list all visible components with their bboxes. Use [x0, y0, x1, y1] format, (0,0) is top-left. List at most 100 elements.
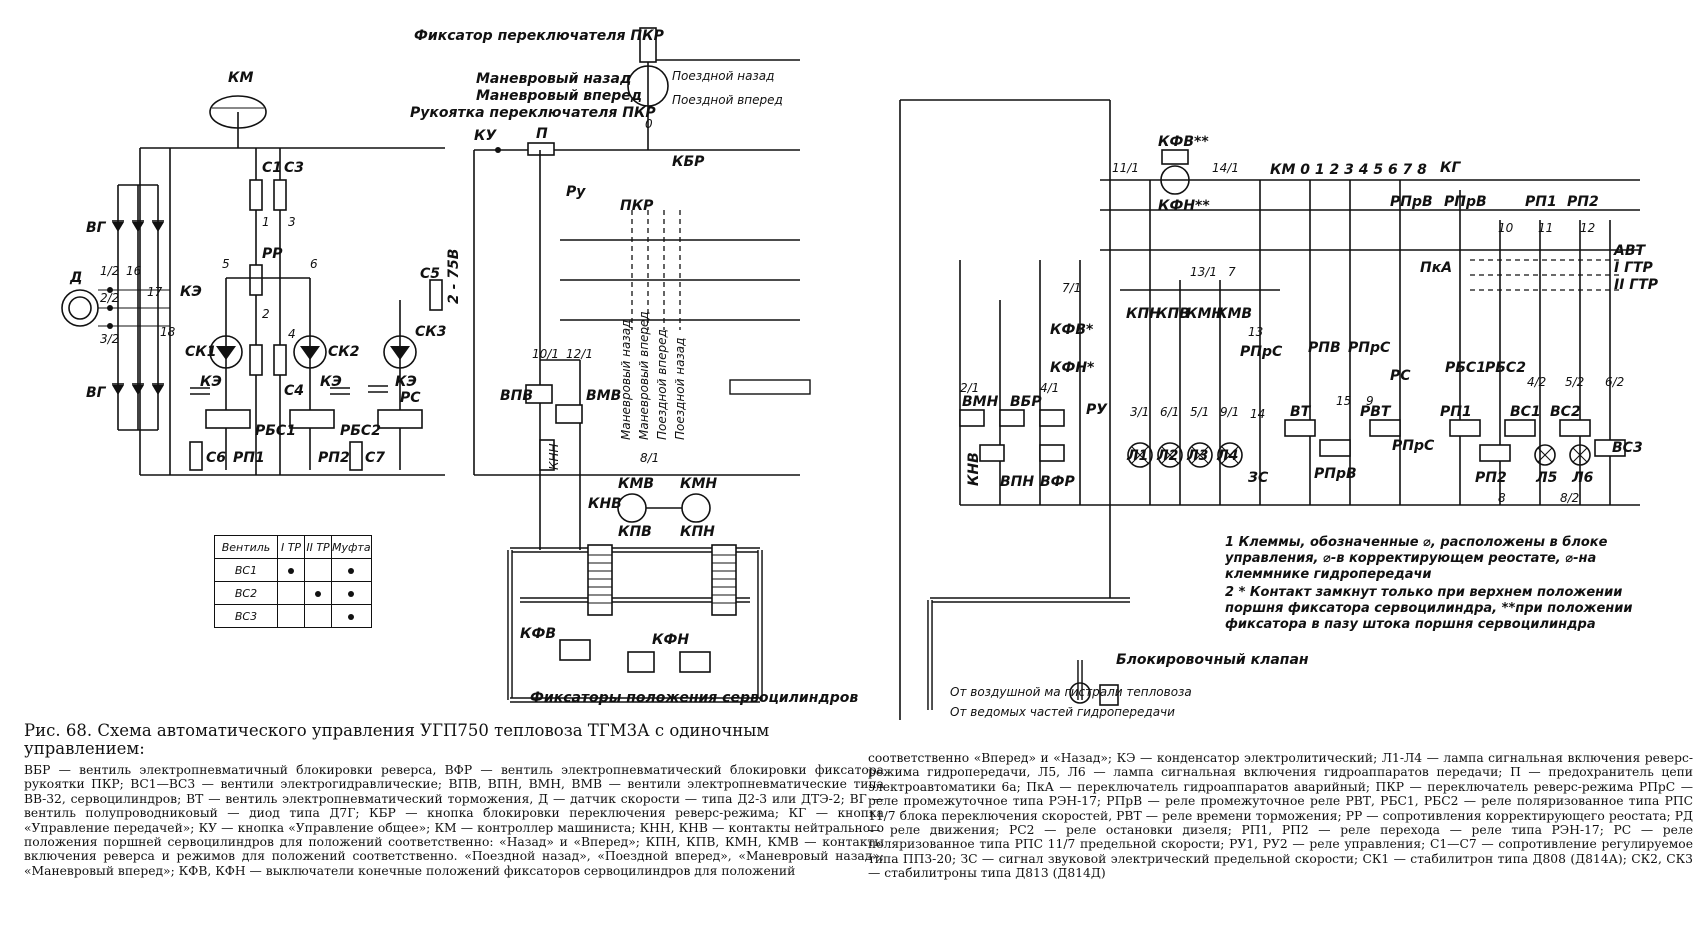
knn-label: КНН	[547, 443, 561, 470]
kfv-label: КФВ	[520, 626, 556, 642]
vt-label: ВТ	[1290, 404, 1312, 420]
right-pneumatics	[927, 597, 1130, 710]
ru2-label: РУ	[1086, 402, 1108, 418]
node-14-1: 14/1	[1212, 161, 1239, 175]
c4-label: С4	[284, 383, 304, 399]
vpv-label: ВПВ	[500, 388, 533, 404]
relay-rbs1-block	[189, 387, 251, 471]
node-12: 12	[1580, 221, 1595, 235]
pkr-contacts	[539, 150, 800, 475]
corrective-rheostat	[226, 148, 310, 475]
kpn-label: КПН	[680, 524, 715, 540]
stabilitron-sk3	[383, 279, 443, 470]
pka-label: ПкА	[1420, 260, 1452, 276]
kfv2-label: КФВ**	[1158, 134, 1209, 150]
node-6-2: 6/2	[1605, 375, 1624, 389]
vpn-label: ВПН	[1000, 474, 1034, 490]
right-control-circuit	[899, 99, 1640, 720]
rvt-label: РВТ	[1360, 404, 1392, 420]
valve-mark	[331, 581, 372, 605]
relay-rs-block	[368, 385, 423, 429]
node-13: 13	[1248, 325, 1263, 339]
kfn-star-label: КФН*	[1050, 360, 1095, 376]
kmn2-label: КМН	[1186, 306, 1223, 322]
kmv2-label: КМВ	[1216, 306, 1252, 322]
rbs1-label: РБС1	[255, 423, 296, 439]
valves-vpv-vmv	[525, 359, 583, 475]
rprs-label: РПрС	[1240, 344, 1283, 360]
v75-label: 2 - 75В	[446, 249, 462, 304]
signal-lamps	[1127, 442, 1591, 468]
node-16: 16	[126, 264, 142, 278]
node-15: 15	[1336, 394, 1351, 408]
valve-mark	[304, 581, 332, 605]
valve-row: ВС2	[214, 581, 372, 605]
node-4: 4	[288, 327, 296, 341]
km-label: КМ	[228, 70, 253, 86]
p-label: П	[536, 126, 548, 142]
rbs2-label: РБС2	[340, 423, 381, 439]
vs1-label: ВС1	[1510, 404, 1541, 420]
valve-name: ВС2	[214, 581, 278, 605]
knv-label: КНВ	[588, 496, 622, 512]
valve-mark	[277, 558, 305, 582]
node-3-1: 3/1	[1130, 405, 1149, 419]
l4-label: Л4	[1216, 448, 1238, 464]
node-5: 5	[222, 257, 230, 271]
valve-mark	[331, 604, 372, 628]
rp2c-label: РП2	[1475, 470, 1507, 486]
vfr-label: ВФР	[1040, 474, 1076, 490]
fix-servo-label: Фиксаторы положения сервоцилиндров	[530, 690, 858, 706]
rbs1b-label: РБС1	[1445, 360, 1486, 376]
node-13-1: 13/1	[1190, 265, 1217, 279]
man-nazad-label: Маневровый назад	[476, 71, 631, 87]
poezd-vpered-label-top: Поездной вперед	[672, 93, 783, 107]
rp2b-label: РП2	[1567, 194, 1599, 210]
kfn2-label: КФН**	[1158, 198, 1210, 214]
c7-label: С7	[365, 450, 385, 466]
kmv-label: КМВ	[618, 476, 654, 492]
note-2: 2 * Контакт замкнут только при верхнем п…	[1225, 585, 1633, 632]
relay-coils-right	[959, 409, 1626, 462]
l3-label: Л3	[1186, 448, 1208, 464]
rs2-label: РС	[1390, 368, 1411, 384]
rbs2b-label: РБС2	[1485, 360, 1526, 376]
pkr-label: ПКР	[620, 198, 654, 214]
rp2-label: РП2	[318, 450, 350, 466]
supply-bus-75v	[473, 142, 800, 476]
man-vpered-label: Маневровый вперед	[476, 88, 642, 104]
rprv-coil-label: РПрВ	[1314, 466, 1357, 482]
rp1b-label: РП1	[1525, 194, 1557, 210]
valve-name: ВС1	[214, 558, 278, 582]
kg-label: КГ	[1440, 160, 1461, 176]
avt-label: АВТ	[1613, 243, 1647, 259]
sk1-label: СК1	[185, 344, 216, 360]
valve-table: Вентиль I ТР II ТР Муфта ВС1 ВС2 ВС3	[214, 535, 372, 628]
poezd-nazad-label-top: Поездной назад	[672, 69, 774, 83]
l5-label: Л5	[1535, 470, 1558, 486]
node-10: 10	[1498, 221, 1514, 235]
l1-label: Л1	[1126, 448, 1148, 464]
legend-left: ВБР — вентиль электропневматичный блокир…	[24, 763, 884, 878]
valve-table-header: II ТР	[304, 535, 332, 559]
node-7: 7	[1228, 265, 1236, 279]
node-5-2: 5/2	[1565, 375, 1584, 389]
vs2-label: ВС2	[1550, 404, 1581, 420]
servo-cylinders	[507, 475, 763, 703]
node-4-1: 4/1	[1040, 381, 1059, 395]
node-17: 17	[147, 285, 163, 299]
pkr-fixator	[627, 27, 800, 150]
valve-mark	[304, 558, 332, 582]
node-9: 9	[1366, 394, 1374, 408]
c6-label: С6	[206, 450, 226, 466]
rs-label: РС	[400, 390, 421, 406]
node-6-1: 6/1	[1160, 405, 1179, 419]
node-0: 0	[645, 117, 653, 131]
sk3-label: СК3	[415, 324, 446, 340]
node-18: 18	[160, 325, 176, 339]
valve-row: ВС1	[214, 558, 372, 582]
ke-label-4: КЭ	[395, 374, 417, 390]
man-vpered-vert: Маневровый вперед	[637, 311, 651, 440]
man-nazad-vert: Маневровый назад	[619, 320, 633, 440]
node-14: 14	[1250, 407, 1265, 421]
